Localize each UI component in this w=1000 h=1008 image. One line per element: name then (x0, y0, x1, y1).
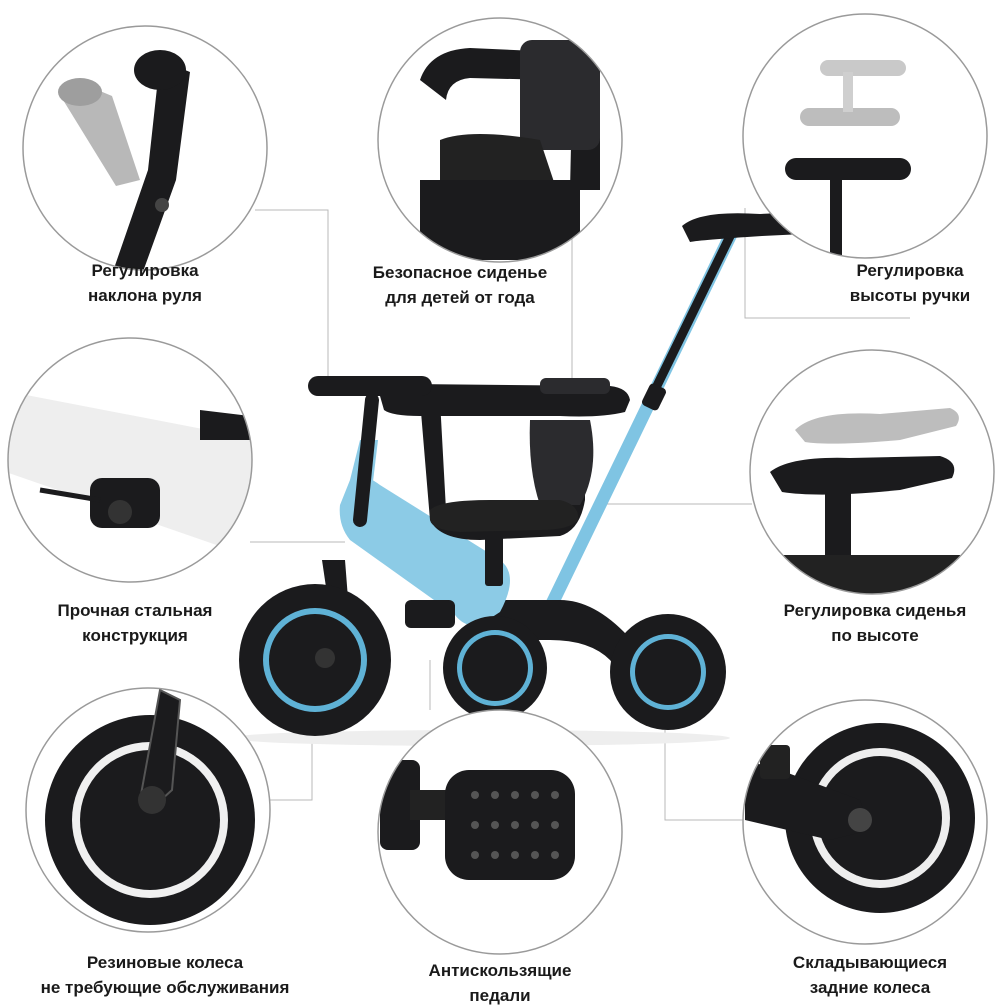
feature-label-line1: Складывающиеся (792, 953, 948, 972)
feature-label-line1: Безопасное сиденье (372, 263, 548, 282)
connector-handlebar (255, 209, 329, 378)
feature-label-line2: наклона руля (88, 286, 202, 305)
handlebar-hinge-icon (22, 25, 268, 271)
feature-label-line1: Прочная стальная (57, 601, 213, 620)
feature-label-line2: по высоте (831, 626, 919, 645)
feature-label-line2: педали (469, 986, 531, 1005)
feature-label-steel-frame: Прочная стальная конструкция (20, 598, 250, 648)
safety-seat-icon (377, 17, 623, 263)
feature-label-line2: задние колеса (809, 978, 931, 997)
feature-label-line2: для детей от года (385, 288, 535, 307)
feature-label-line1: Регулировка (91, 261, 199, 280)
feature-label-safe-seat: Безопасное сиденье для детей от года (345, 260, 575, 310)
feature-label-handle-height: Регулировка высоты ручки (820, 258, 1000, 308)
frame-clamp-icon (7, 337, 253, 583)
connector-wheel (270, 720, 313, 801)
pedal-icon (377, 709, 623, 955)
feature-label-line1: Резиновые колеса (86, 953, 244, 972)
feature-label-line1: Регулировка сиденья (783, 601, 967, 620)
tricycle-illustration (230, 210, 850, 746)
feature-label-handlebar-tilt: Регулировка наклона руля (40, 258, 250, 308)
connector-fold (664, 730, 745, 821)
seat-post-icon (749, 349, 995, 595)
feature-label-seat-height: Регулировка сиденья по высоте (755, 598, 995, 648)
feature-label-line2: не требующие обслуживания (40, 978, 290, 997)
feature-label-line2: конструкция (82, 626, 188, 645)
rubber-wheel-icon (25, 687, 271, 933)
feature-label-line1: Антискользящие (428, 961, 572, 980)
connector-handle (744, 208, 910, 319)
feature-label-line2: высоты ручки (849, 286, 971, 305)
feature-label-rubber-wheels: Резиновые колеса не требующие обслуживан… (30, 950, 300, 1000)
feature-label-line1: Регулировка (856, 261, 964, 280)
feature-label-folding-wheels: Складывающиеся задние колеса (760, 950, 980, 1000)
push-handle-icon (742, 13, 988, 259)
folding-wheel-icon (742, 699, 988, 945)
feature-label-anti-slip-pedals: Антискользящие педали (400, 958, 600, 1008)
